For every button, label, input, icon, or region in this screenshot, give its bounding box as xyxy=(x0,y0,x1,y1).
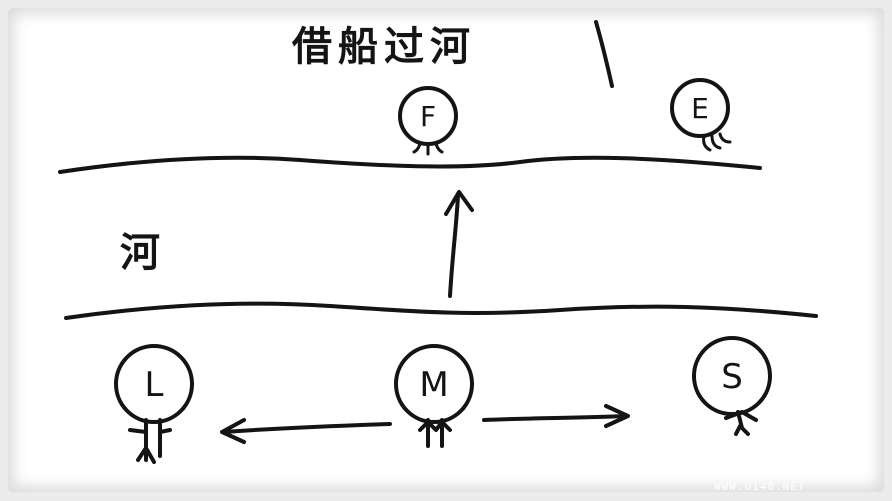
arrow-m-to-s xyxy=(482,404,630,428)
person-l: L xyxy=(114,344,194,464)
person-f-label: F xyxy=(420,100,436,133)
diagram-title: 借船过河 xyxy=(291,24,476,70)
person-s-label: S xyxy=(721,357,743,397)
river-label: 河 xyxy=(120,230,160,276)
person-l-label: L xyxy=(145,365,164,405)
river-bank-bottom xyxy=(64,301,818,320)
person-m: M xyxy=(394,344,474,448)
person-e: E xyxy=(670,78,732,152)
crossing-arrow xyxy=(444,190,474,298)
person-s: S xyxy=(692,336,772,436)
person-m-label: M xyxy=(419,365,448,405)
person-e-label: E xyxy=(691,92,709,125)
arrow-m-to-l xyxy=(220,418,392,444)
watermark-text: WWW.U148.NET xyxy=(714,480,805,493)
person-f: F xyxy=(398,86,458,156)
title-flourish xyxy=(594,20,614,88)
river-bank-top xyxy=(58,155,762,174)
